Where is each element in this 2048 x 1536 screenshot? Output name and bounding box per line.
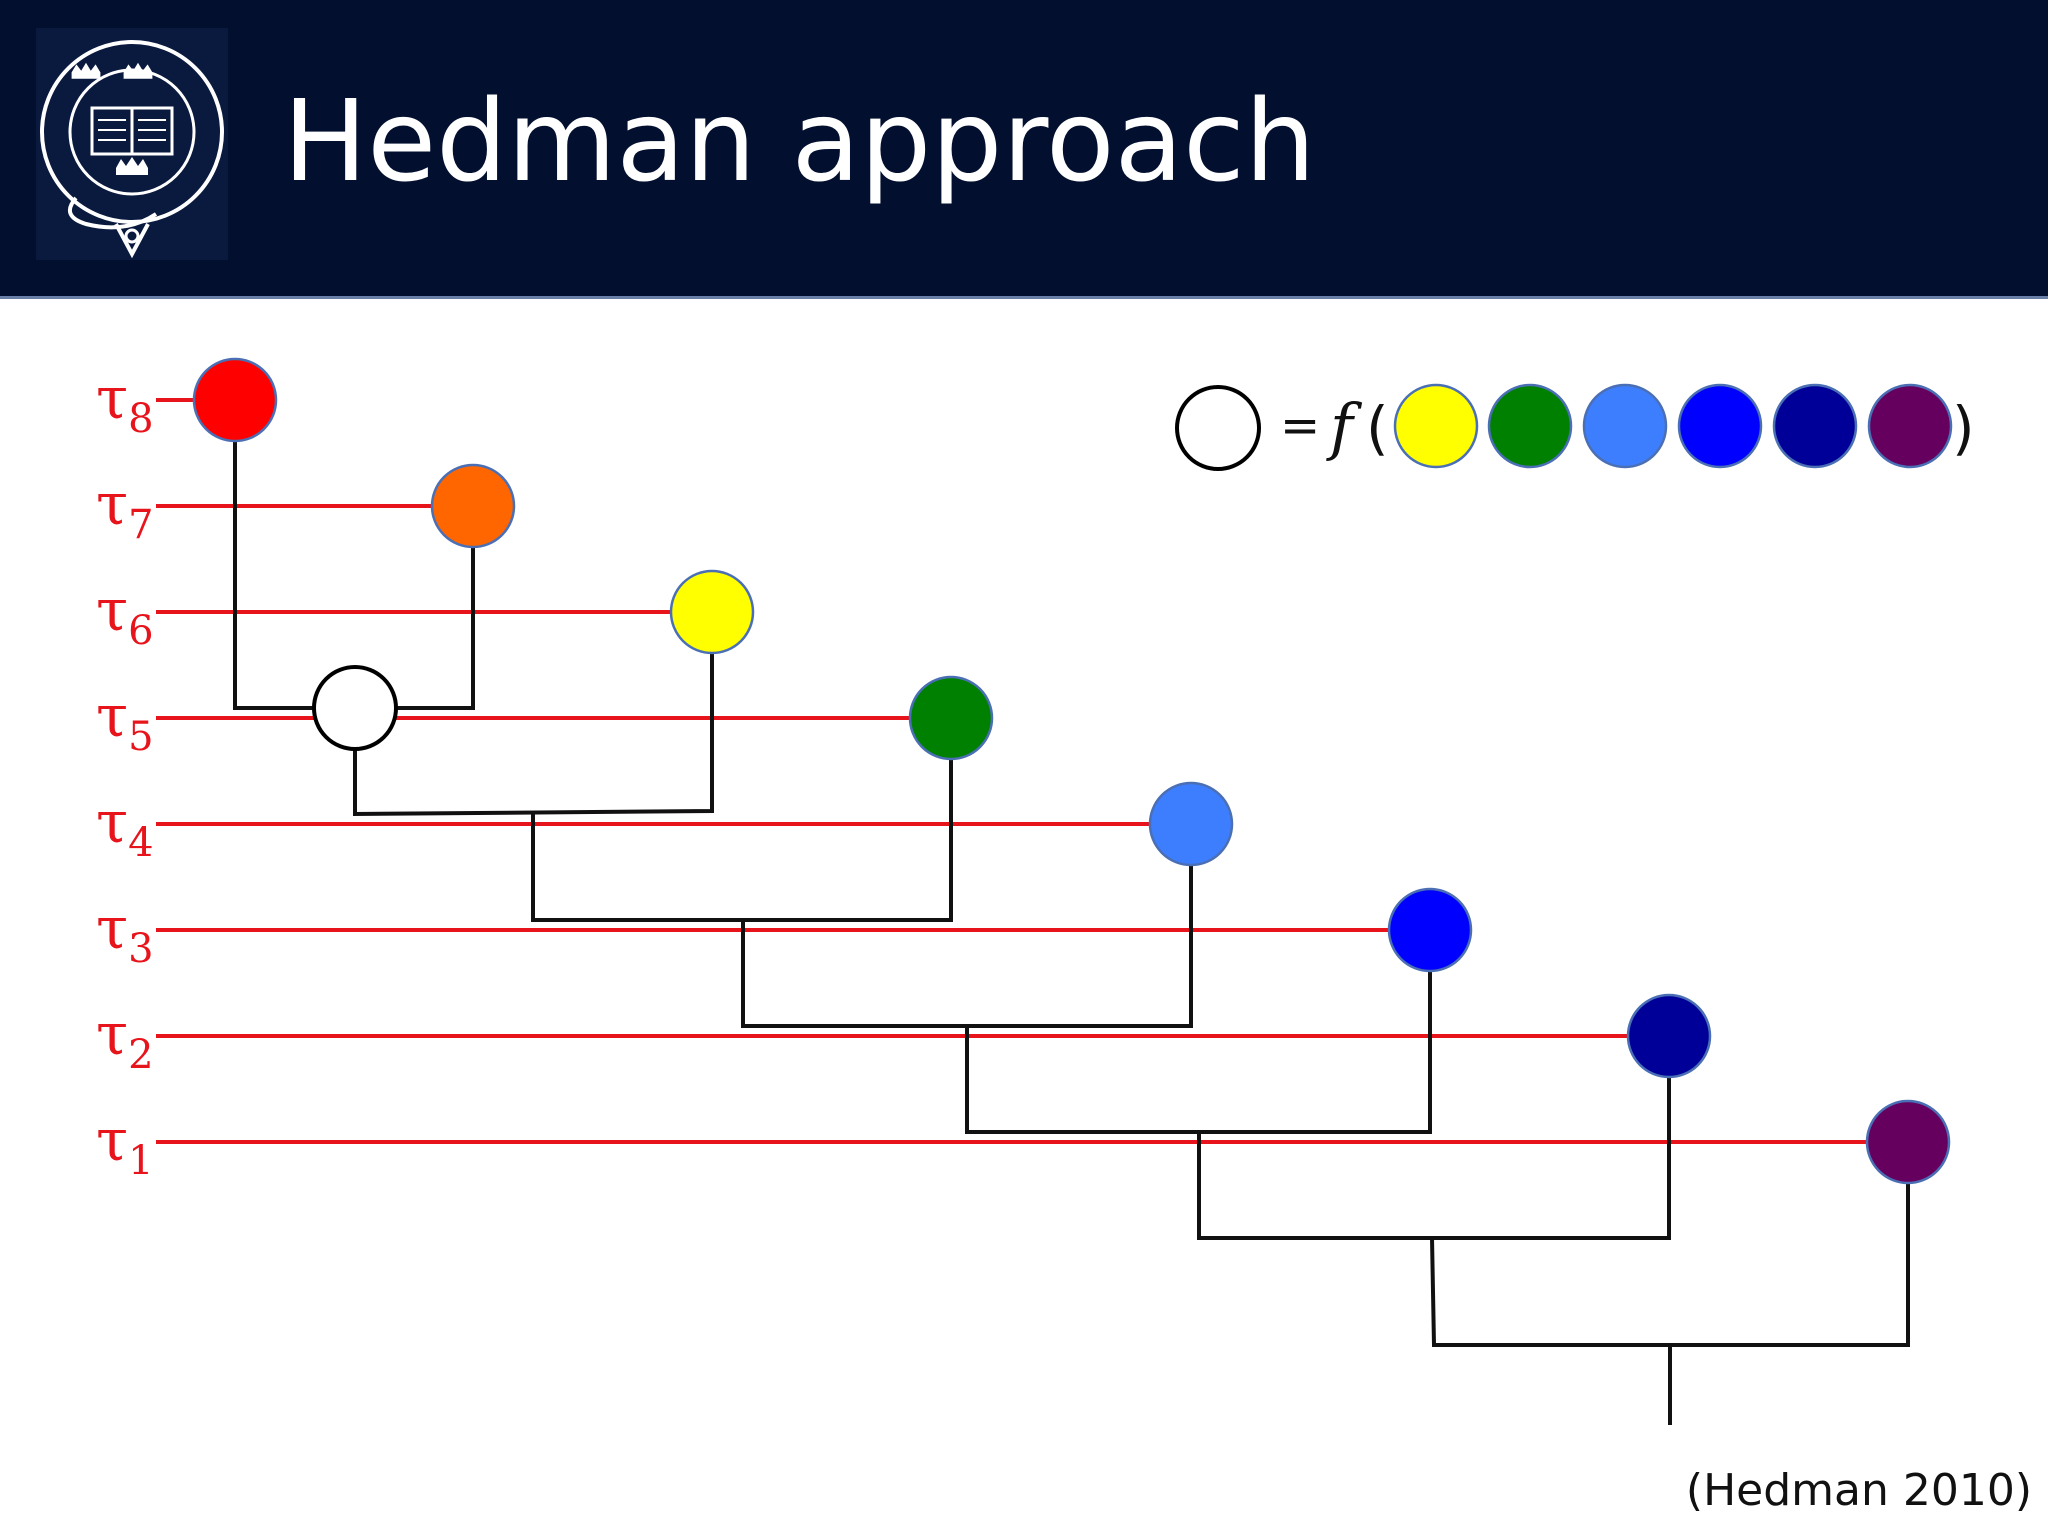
node-tau-4 xyxy=(1148,781,1234,867)
node-tau-7 xyxy=(430,463,516,549)
legend-input-node-5 xyxy=(1772,383,1858,469)
legend-input-node-4 xyxy=(1677,383,1763,469)
legend-white-node xyxy=(1175,385,1261,471)
oxford-crest-icon xyxy=(36,28,228,260)
title-bar: Hedman approach xyxy=(0,0,2048,299)
legend-input-node-2 xyxy=(1487,383,1573,469)
legend-input-node-6 xyxy=(1867,383,1953,469)
tree-branch-4 xyxy=(741,865,1193,1028)
legend-close-paren: ) xyxy=(1952,394,1975,462)
node-tau-1 xyxy=(1865,1099,1951,1185)
tree-branch-3 xyxy=(531,759,953,922)
summary-node-white xyxy=(312,665,398,751)
node-tau-8 xyxy=(192,357,278,443)
legend-open-paren: ( xyxy=(1366,394,1389,462)
legend-input-node-1 xyxy=(1393,383,1479,469)
tree-branch-2 xyxy=(353,653,714,817)
node-tau-3 xyxy=(1387,887,1473,973)
tree-branch-6 xyxy=(1197,1077,1671,1240)
node-tau-5 xyxy=(908,675,994,761)
tau-label-2: τ2 xyxy=(96,1000,154,1078)
tree-branch-5 xyxy=(965,971,1432,1134)
tau-label-1: τ1 xyxy=(96,1106,154,1184)
tau-label-5: τ5 xyxy=(96,682,154,760)
legend-function-f: f xyxy=(1326,390,1363,463)
legend-input-node-3 xyxy=(1582,383,1668,469)
node-tau-2 xyxy=(1626,993,1712,1079)
tau-label-8: τ8 xyxy=(96,364,154,442)
legend-equals: = xyxy=(1280,398,1320,454)
tau-label-6: τ6 xyxy=(96,576,154,654)
tau-label-7: τ7 xyxy=(96,470,154,548)
tau-label-4: τ4 xyxy=(96,788,154,866)
tau-label-3: τ3 xyxy=(96,894,154,972)
slide-title: Hedman approach xyxy=(283,77,1316,207)
citation: (Hedman 2010) xyxy=(1685,1465,2032,1516)
node-tau-6 xyxy=(669,569,755,655)
